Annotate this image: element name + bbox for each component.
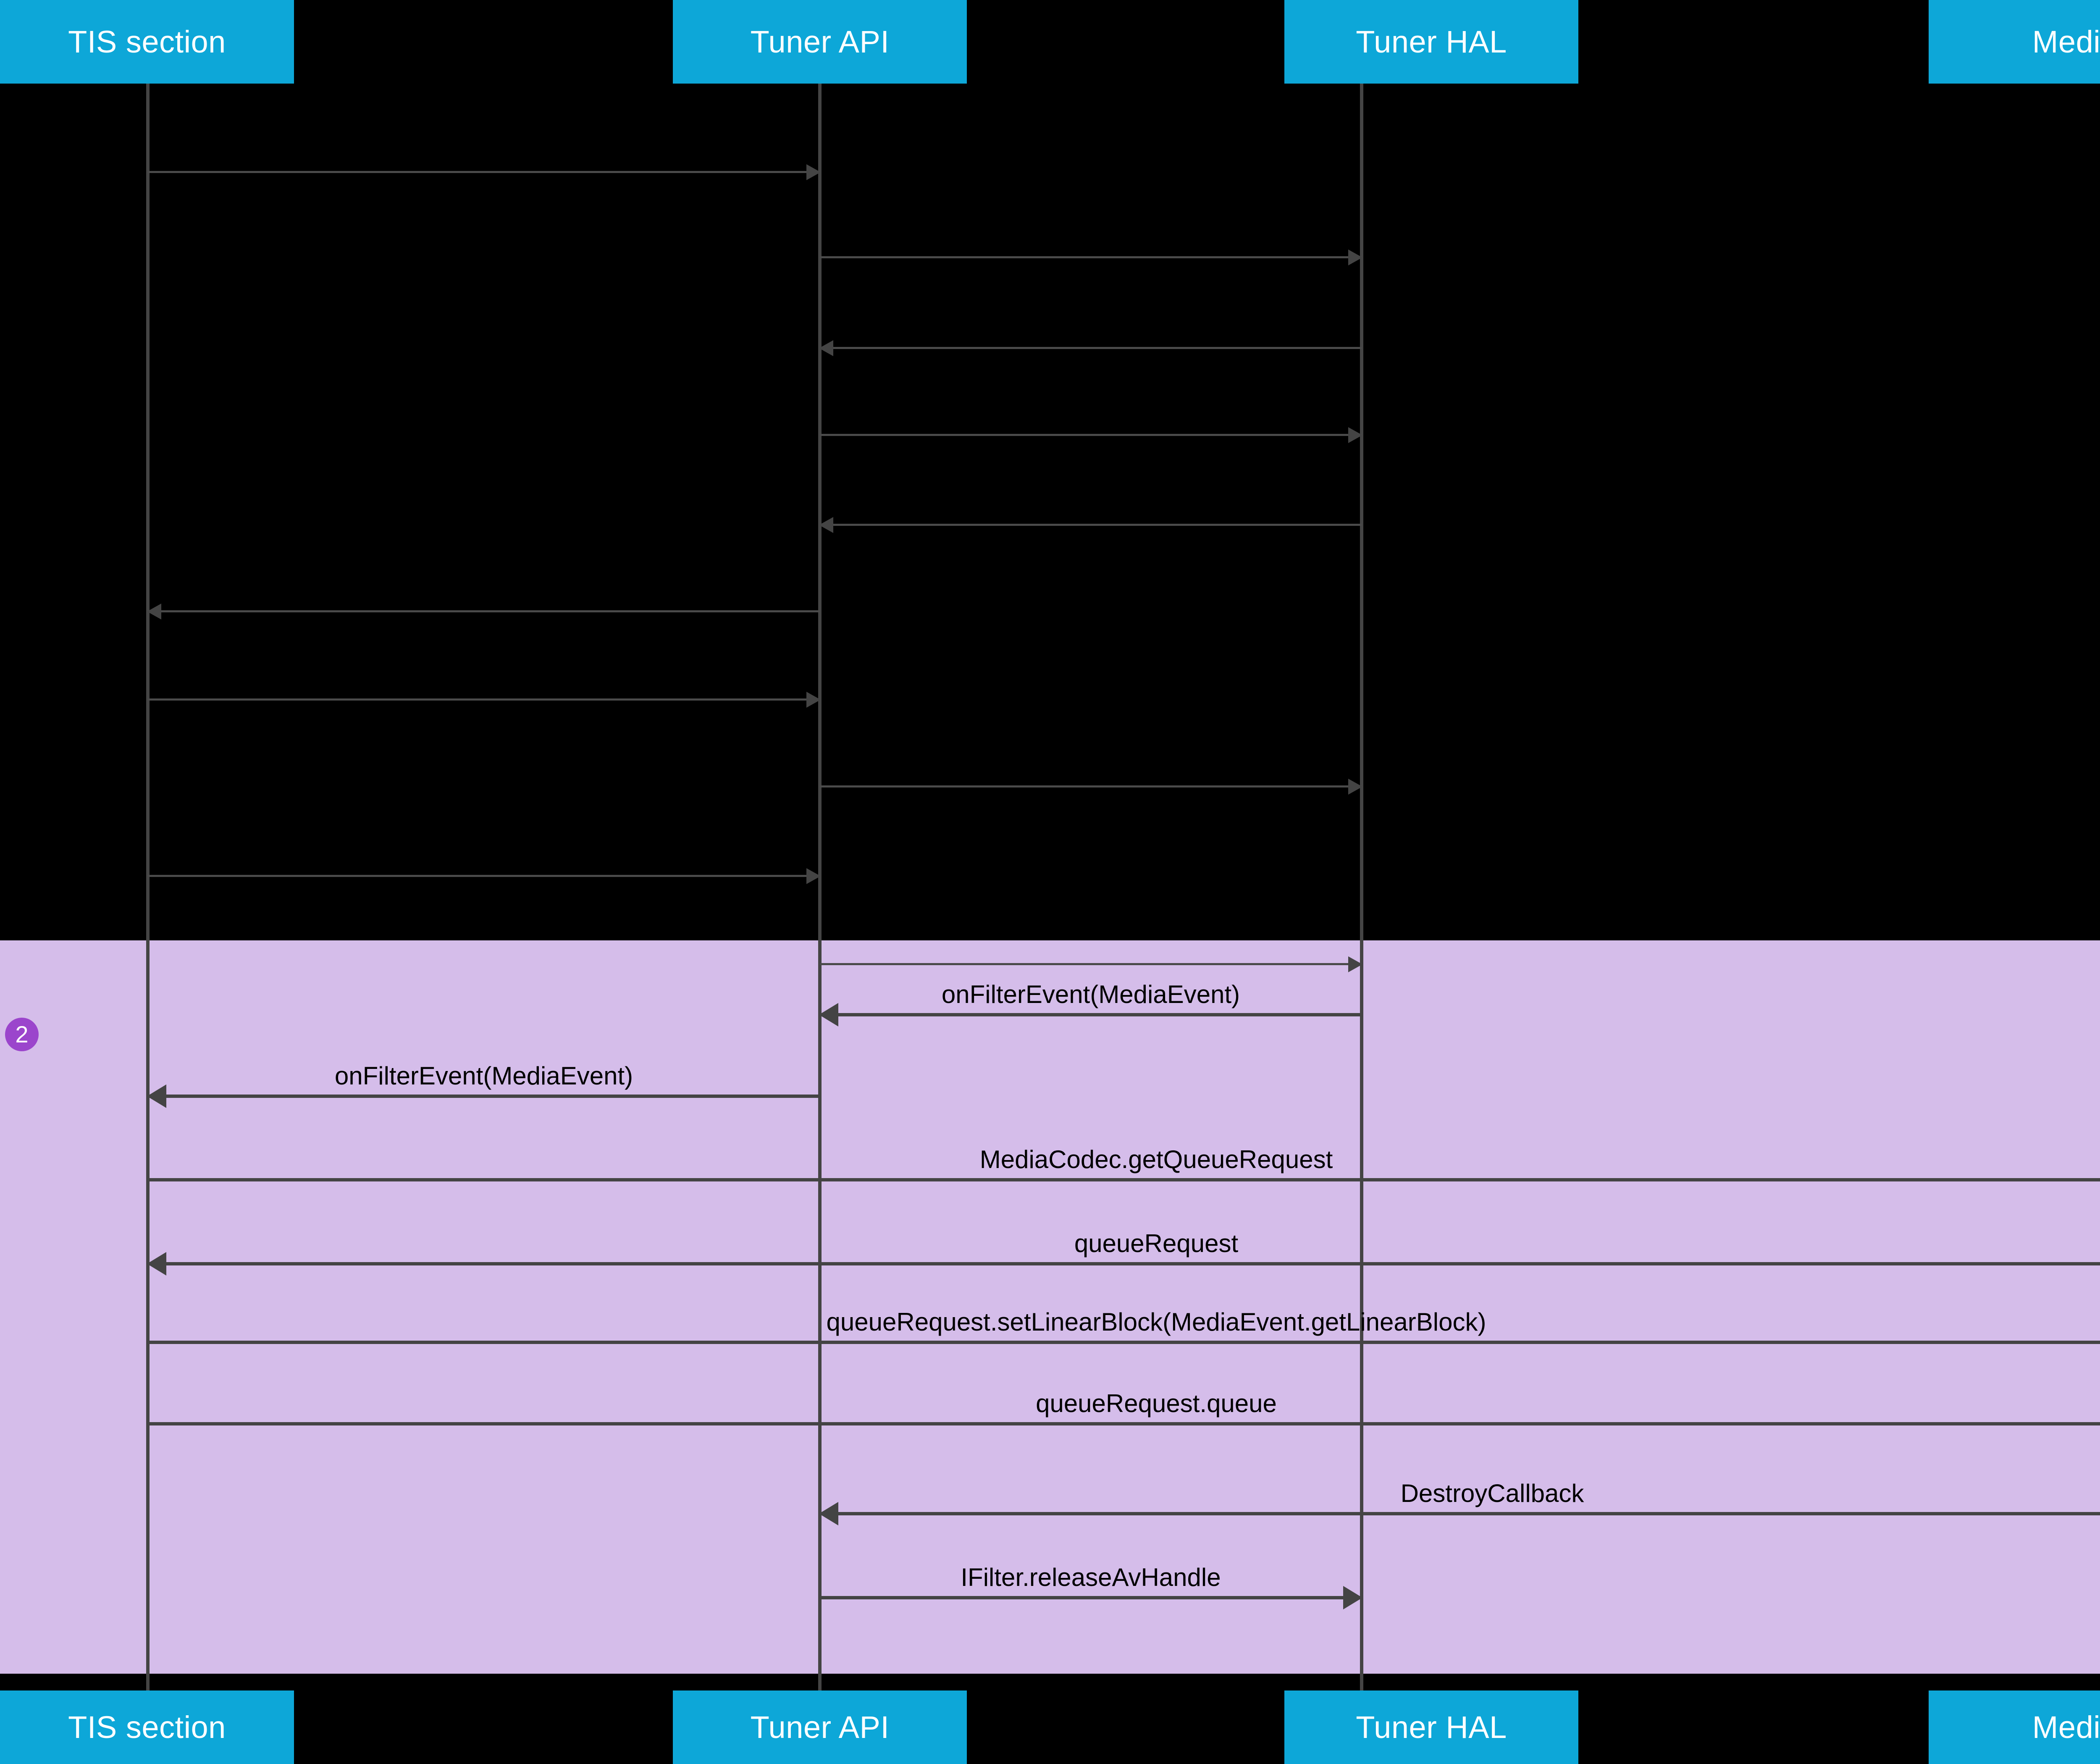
message-label: onFilterEvent(MediaEvent) (334, 1062, 633, 1090)
arrow-head-icon (1348, 956, 1362, 972)
arrow-head-icon (147, 604, 161, 620)
message-label: DestroyCallback (1400, 1479, 1584, 1507)
arrow-head-icon (147, 1084, 166, 1108)
message-line (148, 1262, 2100, 1265)
message-label: queueRequest (1074, 1229, 1239, 1257)
participant-label: Tuner HAL (1356, 24, 1507, 59)
arrow-head-icon (819, 1502, 838, 1525)
message-label: IFilter.releaseAvHandle (961, 1563, 1221, 1591)
participant-footer-tuner_hal[interactable]: Tuner HAL (1284, 1690, 1578, 1764)
message-label: queueRequest.queue (1036, 1389, 1277, 1418)
participant-header-mediacodec[interactable]: MediaCodec (1929, 0, 2100, 84)
message-label: MediaCodec.getQueueRequest (979, 1145, 1333, 1173)
message-line (148, 1341, 2100, 1344)
message-line (148, 698, 820, 701)
highlight-region-step-2 (0, 940, 2100, 1674)
participant-header-tuner_api[interactable]: Tuner API (673, 0, 967, 84)
message-label: onFilterEvent(MediaEvent) (941, 980, 1240, 1008)
arrow-head-icon (806, 164, 821, 180)
participant-label: TIS section (68, 1710, 226, 1745)
message-line (820, 963, 1362, 965)
message-line (820, 524, 1362, 526)
participant-label: MediaCodec (2032, 1710, 2100, 1745)
participant-label: Tuner API (750, 24, 890, 59)
message-line (820, 1013, 1362, 1016)
participant-header-tuner_hal[interactable]: Tuner HAL (1284, 0, 1578, 84)
message-line (820, 347, 1362, 349)
arrow-head-icon (1348, 779, 1362, 795)
message-line (820, 785, 1362, 788)
message-line (148, 610, 820, 612)
message-line (148, 171, 820, 173)
participant-label: MediaCodec (2032, 24, 2100, 59)
participant-header-tis[interactable]: TIS section (0, 0, 294, 84)
participant-footer-tuner_api[interactable]: Tuner API (673, 1690, 967, 1764)
message-line (820, 1512, 2100, 1515)
message-line (148, 1422, 2100, 1425)
message-line (148, 1095, 820, 1098)
message-line (148, 1178, 2100, 1181)
participant-label: Tuner HAL (1356, 1710, 1507, 1745)
arrow-head-icon (1348, 249, 1362, 265)
message-label: queueRequest.setLinearBlock(MediaEvent.g… (826, 1308, 1486, 1336)
arrow-head-icon (819, 340, 833, 356)
lifeline-tis (146, 84, 150, 1690)
step-number-badge: 2 (5, 1018, 39, 1051)
arrow-head-icon (819, 517, 833, 533)
participant-label: Tuner API (750, 1710, 890, 1745)
arrow-head-icon (806, 692, 821, 708)
message-line (820, 256, 1362, 258)
arrow-head-icon (147, 1252, 166, 1276)
arrow-head-icon (1343, 1586, 1362, 1609)
participant-footer-mediacodec[interactable]: MediaCodec (1929, 1690, 2100, 1764)
participant-label: TIS section (68, 24, 226, 59)
lifeline-tuner_hal (1360, 84, 1363, 1690)
arrow-head-icon (1348, 427, 1362, 443)
arrow-head-icon (806, 868, 821, 884)
message-line (820, 1596, 1362, 1599)
lifeline-tuner_api (818, 84, 822, 1690)
message-line (820, 434, 1362, 436)
message-line (148, 875, 820, 877)
participant-footer-tis[interactable]: TIS section (0, 1690, 294, 1764)
arrow-head-icon (819, 1003, 838, 1026)
